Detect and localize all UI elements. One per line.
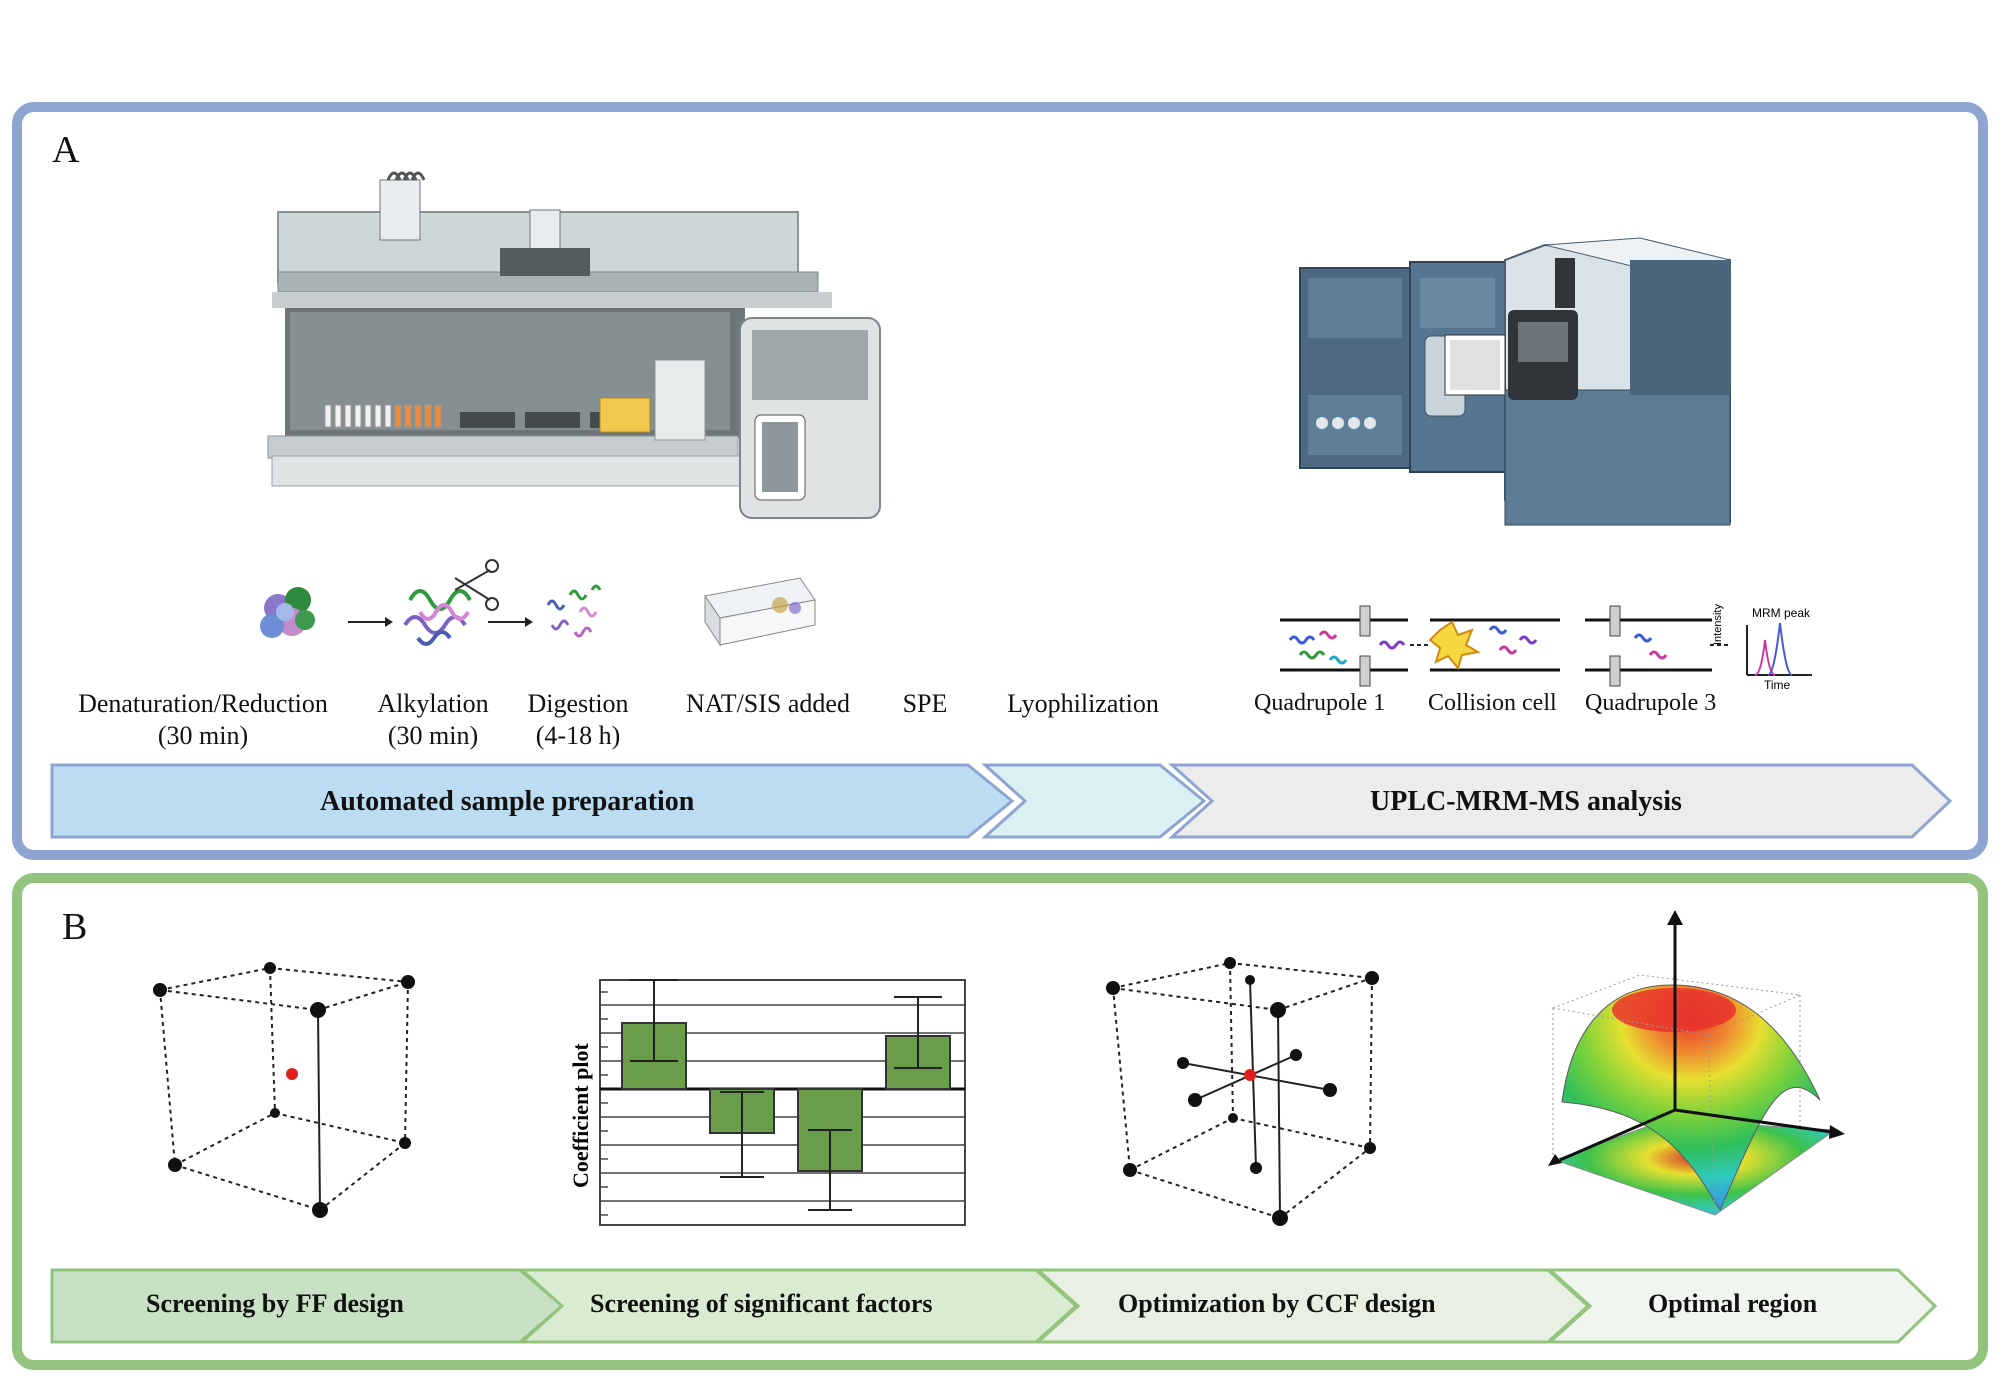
banner-transition bbox=[981, 763, 1207, 839]
mrm-peak-chart bbox=[1746, 622, 1812, 676]
mrm-intensity-label: Intensity bbox=[1712, 604, 1724, 645]
spe-plate-icon bbox=[704, 577, 816, 647]
mass-spectrometer-image bbox=[1299, 237, 1731, 526]
banner-uplc-mrm-ms bbox=[1168, 763, 1953, 839]
label-collision-cell: Collision cell bbox=[1428, 690, 1557, 716]
peptides-icon bbox=[546, 584, 602, 638]
ms-schematic bbox=[1280, 618, 1712, 672]
step-spe-name: SPE bbox=[902, 689, 948, 718]
quad3-slit-top bbox=[1609, 605, 1621, 637]
step-denaturation-name: Denaturation/Reduction bbox=[78, 689, 328, 718]
step-denaturation-time: (30 min) bbox=[157, 721, 249, 750]
scissors-icon bbox=[454, 559, 499, 611]
banner-automated-sample-preparation bbox=[50, 763, 1015, 839]
response-surface-plot bbox=[1548, 910, 1845, 1216]
step-nat-sis: NAT/SIS added bbox=[668, 688, 868, 720]
step-digestion-name: Digestion bbox=[527, 689, 629, 718]
banner-optimal-label: Optimal region bbox=[1648, 1289, 1818, 1318]
step-spe: SPE bbox=[890, 688, 960, 720]
coef-plot-ylabel: Coefficient plot bbox=[568, 1043, 593, 1188]
banner-optimal-region bbox=[1546, 1268, 1938, 1344]
banner-uplc-label: UPLC-MRM-MS analysis bbox=[1370, 786, 1682, 817]
panel-b-label: B bbox=[62, 906, 88, 948]
step-denaturation: Denaturation/Reduction (30 min) bbox=[58, 688, 348, 752]
step-lyophilization-name: Lyophilization bbox=[1007, 689, 1159, 718]
banner-automated-label: Automated sample preparation bbox=[320, 786, 695, 817]
step-lyophilization: Lyophilization bbox=[988, 688, 1178, 720]
step-alkylation-time: (30 min) bbox=[387, 721, 479, 750]
ff-center-point bbox=[286, 1068, 298, 1080]
step-nat-sis-name: NAT/SIS added bbox=[686, 689, 850, 718]
ff-design-cube bbox=[159, 967, 409, 1211]
mrm-time-label: Time bbox=[1764, 678, 1791, 692]
step-digestion: Digestion (4-18 h) bbox=[518, 688, 638, 752]
label-quadrupole-3: Quadrupole 3 bbox=[1585, 690, 1717, 716]
ff-design-points bbox=[153, 962, 415, 1218]
ion-squiggles bbox=[1288, 625, 1668, 665]
quad3-slit-bottom bbox=[1609, 655, 1621, 687]
protein-icon bbox=[260, 587, 315, 638]
ccf-design-points bbox=[1106, 957, 1379, 1226]
quad1-slit-bottom bbox=[1359, 655, 1371, 687]
step-alkylation-name: Alkylation bbox=[377, 689, 489, 718]
step-alkylation: Alkylation (30 min) bbox=[368, 688, 498, 752]
ccf-center-point bbox=[1244, 1069, 1256, 1081]
panel-a-label: A bbox=[52, 129, 80, 171]
collision-burst-icon bbox=[1428, 620, 1481, 671]
mrm-peak-label: MRM peak bbox=[1752, 606, 1811, 620]
coefficient-plot bbox=[599, 979, 966, 1226]
banner-ff-label: Screening by FF design bbox=[146, 1289, 404, 1318]
liquid-handler-robot-image bbox=[267, 171, 881, 519]
label-quadrupole-1: Quadrupole 1 bbox=[1254, 690, 1386, 716]
banner-factors-label: Screening of significant factors bbox=[590, 1289, 933, 1318]
banner-ccf-label: Optimization by CCF design bbox=[1118, 1289, 1436, 1318]
step-digestion-time: (4-18 h) bbox=[535, 721, 621, 750]
quad1-slit-top bbox=[1359, 605, 1371, 637]
unfolded-protein-icon bbox=[403, 589, 472, 646]
